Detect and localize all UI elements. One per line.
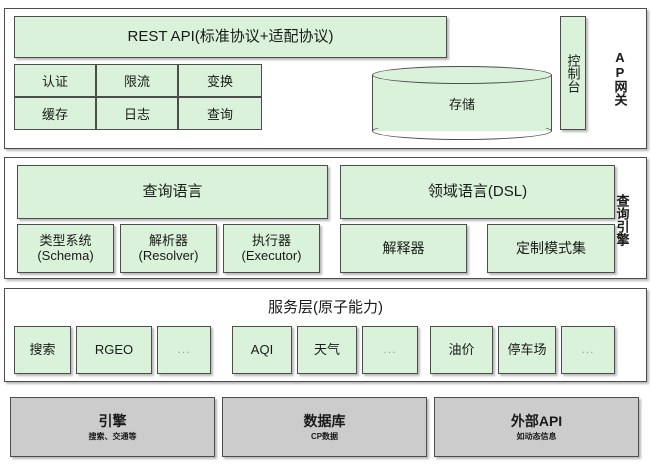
api-gateway-side-label: AP网关 xyxy=(612,50,628,106)
service-box-more-3[interactable]: ... xyxy=(561,326,615,374)
component-resolver-line2: (Resolver) xyxy=(138,247,199,263)
storage-cylinder[interactable]: 存储 xyxy=(372,66,555,143)
console-label: 控制台 xyxy=(565,53,581,93)
service-box-search[interactable]: 搜索 xyxy=(14,326,71,374)
foundation-box-database[interactable]: 数据库 CP数据 xyxy=(222,397,427,457)
foundation-external-api-subtitle: 如动态信息 xyxy=(516,431,557,441)
ellipsis-label-2: ... xyxy=(383,342,397,357)
component-executor-line1: 执行器 xyxy=(251,232,291,248)
component-resolver-line1: 解析器 xyxy=(148,232,188,248)
ellipsis-label-1: ... xyxy=(177,342,191,357)
component-executor-line2: (Executor) xyxy=(241,247,302,263)
capability-cell-auth[interactable]: 认证 xyxy=(14,64,96,97)
service-box-aqi[interactable]: AQI xyxy=(232,326,292,374)
storage-cylinder-bottom-ellipse xyxy=(372,122,552,140)
dsl-language-box[interactable]: 领域语言(DSL) xyxy=(340,165,615,219)
service-box-more-1[interactable]: ... xyxy=(157,326,211,374)
foundation-box-engine[interactable]: 引擎 搜索、交通等 xyxy=(10,397,215,457)
capability-cell-cache[interactable]: 缓存 xyxy=(14,97,96,130)
component-resolver[interactable]: 解析器 (Resolver) xyxy=(120,224,217,273)
foundation-engine-subtitle: 搜索、交通等 xyxy=(88,431,137,441)
service-layer-title: 服务层(原子能力) xyxy=(268,299,383,316)
console-box[interactable]: 控制台 xyxy=(560,16,586,130)
service-box-weather[interactable]: 天气 xyxy=(297,326,357,374)
service-box-more-2[interactable]: ... xyxy=(362,326,418,374)
query-engine-side-label: 查询引擎 xyxy=(614,194,630,246)
capability-cell-log[interactable]: 日志 xyxy=(96,97,178,130)
component-type-system[interactable]: 类型系统 (Schema) xyxy=(17,224,114,273)
service-box-fuel-price[interactable]: 油价 xyxy=(430,326,493,374)
foundation-box-external-api[interactable]: 外部API 如动态信息 xyxy=(434,397,639,457)
foundation-database-title: 数据库 xyxy=(303,412,346,429)
component-type-system-line2: (Schema) xyxy=(37,247,94,263)
storage-label: 存储 xyxy=(448,96,475,112)
rest-api-box[interactable]: REST API(标准协议+适配协议) xyxy=(14,16,447,58)
component-type-system-line1: 类型系统 xyxy=(39,232,92,248)
capability-cell-rate-limit[interactable]: 限流 xyxy=(96,64,178,97)
component-executor[interactable]: 执行器 (Executor) xyxy=(223,224,320,273)
capability-cell-query[interactable]: 查询 xyxy=(178,97,262,130)
component-custom-schema-set[interactable]: 定制模式集 xyxy=(487,224,615,273)
foundation-engine-title: 引擎 xyxy=(98,412,127,429)
service-box-rgeo[interactable]: RGEO xyxy=(76,326,152,374)
storage-cylinder-top-ellipse xyxy=(372,66,552,84)
query-language-box[interactable]: 查询语言 xyxy=(17,165,328,219)
capability-cell-transform[interactable]: 变换 xyxy=(178,64,262,97)
ellipsis-label-3: ... xyxy=(581,342,595,357)
foundation-database-subtitle: CP数据 xyxy=(310,431,339,441)
service-box-parking[interactable]: 停车场 xyxy=(498,326,556,374)
foundation-external-api-title: 外部API xyxy=(510,412,563,429)
component-interpreter[interactable]: 解释器 xyxy=(340,224,467,273)
